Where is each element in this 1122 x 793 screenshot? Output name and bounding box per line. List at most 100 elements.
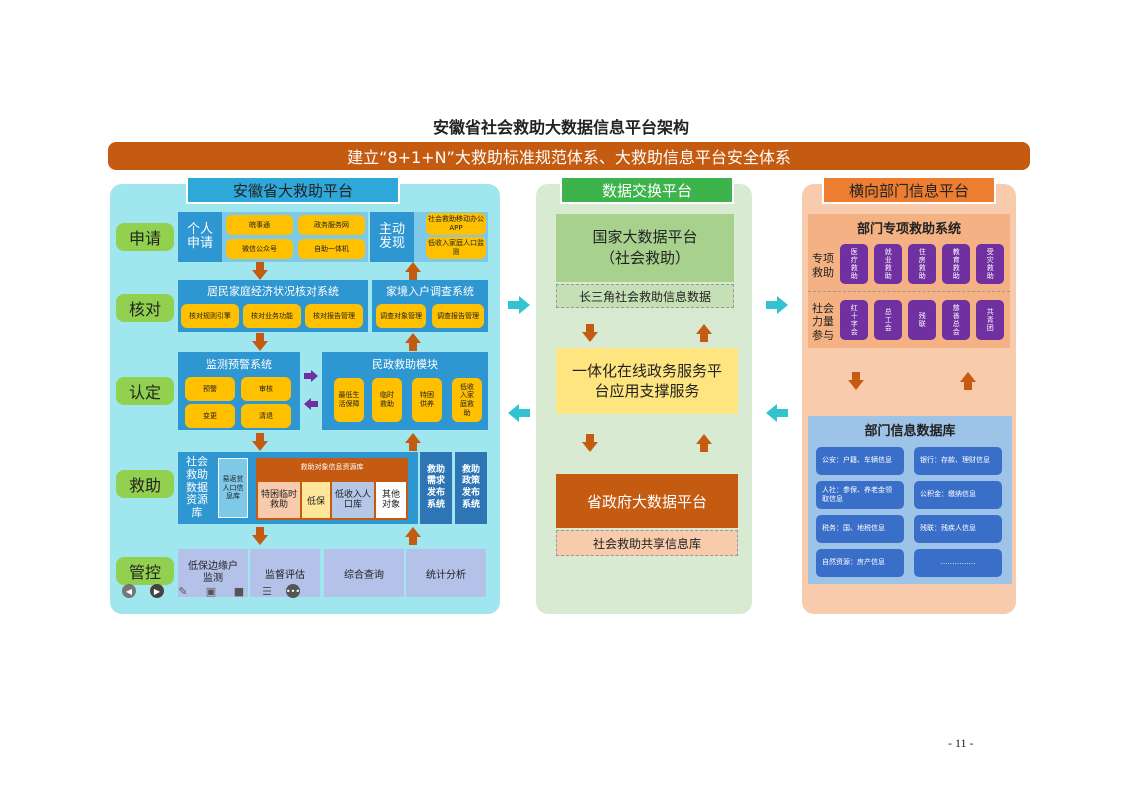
camera-icon[interactable]: ■ <box>233 584 245 598</box>
social-force-label: 社会力量参与 <box>812 302 834 342</box>
object-db-item-special: 特困临时救助 <box>258 482 300 518</box>
left-panel-header: 安徽省大救助平台 <box>186 176 400 204</box>
middle-panel-header: 数据交换平台 <box>560 176 734 204</box>
side-label-relief: 救助 <box>116 470 174 498</box>
poor-population-db: 易返贫人口信息库 <box>218 458 248 518</box>
prev-icon[interactable]: ◀ <box>122 584 136 598</box>
pen-icon[interactable]: ✎ <box>178 584 188 598</box>
arrow-right-monitor <box>304 370 318 382</box>
arrow-up-survey <box>405 262 421 280</box>
temporary-relief-button[interactable]: 临时救助 <box>372 378 402 422</box>
arrow-down-identify <box>252 433 268 451</box>
shared-info-db: 社会救助共享信息库 <box>556 530 738 556</box>
special-relief-label: 专项救助 <box>812 252 834 279</box>
civil-module-title: 民政救助模块 <box>372 358 438 371</box>
info-more: …………… <box>914 549 1002 577</box>
kiosk-button[interactable]: 自助一体机 <box>298 239 365 259</box>
comment-icon[interactable]: ☰ <box>262 584 272 598</box>
arrow-up-mid-2 <box>696 434 712 452</box>
arrow-up-right <box>960 372 976 390</box>
info-bank: 银行：存款、理财信息 <box>914 447 1002 475</box>
monitor-system-title: 监测预警系统 <box>206 358 272 371</box>
active-discovery-box: 主动发现 <box>370 212 414 262</box>
withdraw-button[interactable]: 清退 <box>241 404 291 428</box>
warning-button[interactable]: 预警 <box>185 377 235 401</box>
comprehensive-query: 综合查询 <box>324 549 404 597</box>
personal-apply-box: 个人申请 <box>178 212 222 262</box>
audit-button[interactable]: 审核 <box>241 377 291 401</box>
verify-business-button[interactable]: 核对业务功能 <box>243 304 301 328</box>
right-panel-header: 横向部门信息平台 <box>822 176 996 204</box>
education-relief: 教育救助 <box>942 244 970 284</box>
low-income-monitor-button[interactable]: 低收入家庭人口监测 <box>426 237 486 259</box>
yangtze-data: 长三角社会救助信息数据 <box>556 284 734 308</box>
presentation-toolbar: ◀ ▶ ✎ ▣ ■ ☰ ••• <box>122 584 302 600</box>
provincial-data-platform: 省政府大数据平台 <box>556 474 738 528</box>
more-icon[interactable]: ••• <box>286 584 300 598</box>
arrow-mid-to-right <box>766 296 788 314</box>
arrow-up-mid-1 <box>696 324 712 342</box>
arrow-down-mid-2 <box>582 434 598 452</box>
standards-banner: 建立“8+1+N”大救助标准规范体系、大救助信息平台安全体系 <box>108 142 1030 170</box>
statistical-analysis: 统计分析 <box>406 549 486 597</box>
arrow-left-monitor <box>304 398 318 410</box>
trade-union: 总工会 <box>874 300 902 340</box>
side-label-apply: 申请 <box>116 223 174 251</box>
survey-report-button[interactable]: 调查报告管理 <box>432 304 484 328</box>
object-db-item-other: 其他对象 <box>376 482 406 518</box>
arrow-up-control <box>405 527 421 545</box>
arrow-down-right <box>848 372 864 390</box>
demand-publish-system: 救助需求发布系统 <box>420 452 452 524</box>
employment-relief: 就业救助 <box>874 244 902 284</box>
page-number: - 11 - <box>948 736 974 750</box>
wechat-button[interactable]: 微信公众号 <box>226 239 293 259</box>
arrow-up-relief <box>405 433 421 451</box>
edge-household-monitor: 低保边缘户监测 <box>178 549 248 597</box>
arrow-down-relief <box>252 527 268 545</box>
arrow-right-to-mid <box>766 404 788 422</box>
supervision-eval: 监督评估 <box>250 549 320 597</box>
object-db-item-dibao: 低保 <box>302 482 330 518</box>
gov-service-web-button[interactable]: 政务服务网 <box>298 215 365 235</box>
disaster-relief: 受灾救助 <box>976 244 1004 284</box>
info-housing-fund: 公积金：缴纳信息 <box>914 481 1002 509</box>
arrow-left-to-mid <box>508 296 530 314</box>
mobile-app-button[interactable]: 社会救助移动办公APP <box>426 213 486 235</box>
info-natural-resources: 自然资源：房产信息 <box>816 549 904 577</box>
red-cross: 红十字会 <box>840 300 868 340</box>
arrow-mid-to-left <box>508 404 530 422</box>
low-income-relief-button[interactable]: 低收入家庭救助 <box>452 378 482 422</box>
minimum-living-button[interactable]: 最低生活保障 <box>334 378 364 422</box>
side-label-control: 管控 <box>116 557 174 585</box>
special-support-button[interactable]: 特困供养 <box>412 378 442 422</box>
change-button[interactable]: 变更 <box>185 404 235 428</box>
object-db-title: 救助对象信息资源库 <box>300 463 364 471</box>
resource-db-label: 社会救助数据资源库 <box>186 455 208 519</box>
special-divider <box>808 291 1010 292</box>
arrow-down-apply <box>252 262 268 280</box>
arrow-down-mid-1 <box>582 324 598 342</box>
survey-object-button[interactable]: 调查对象管理 <box>376 304 426 328</box>
arrow-up-civil <box>405 333 421 351</box>
special-relief-title: 部门专项救助系统 <box>856 221 961 237</box>
disabled-federation: 残联 <box>908 300 936 340</box>
verify-report-button[interactable]: 核对报告管理 <box>305 304 363 328</box>
screen-icon[interactable]: ▣ <box>205 584 217 598</box>
info-public-security: 公安：户籍、车辆信息 <box>816 447 904 475</box>
housing-relief: 住房救助 <box>908 244 936 284</box>
survey-system-title: 家境入户调查系统 <box>386 285 474 298</box>
side-label-identify: 认定 <box>116 377 174 405</box>
next-icon[interactable]: ▶ <box>150 584 164 598</box>
wanshitong-button[interactable]: 皖事通 <box>226 215 293 235</box>
dept-info-db-title: 部门信息数据库 <box>864 423 956 439</box>
charity-federation: 慈善总会 <box>942 300 970 340</box>
object-db-item-low-income: 低收入人口库 <box>332 482 374 518</box>
info-social-security: 人社：参保、养老金领取信息 <box>816 481 904 509</box>
rule-engine-button[interactable]: 核对规则引擎 <box>181 304 239 328</box>
info-disabled: 残联：残疾人信息 <box>914 515 1002 543</box>
medical-relief: 医疗救助 <box>840 244 868 284</box>
national-data-platform: 国家大数据平台 （社会救助） <box>556 214 734 282</box>
arrow-down-verify <box>252 333 268 351</box>
verify-system-title: 居民家庭经济状况核对系统 <box>207 285 339 298</box>
side-label-verify: 核对 <box>116 294 174 322</box>
